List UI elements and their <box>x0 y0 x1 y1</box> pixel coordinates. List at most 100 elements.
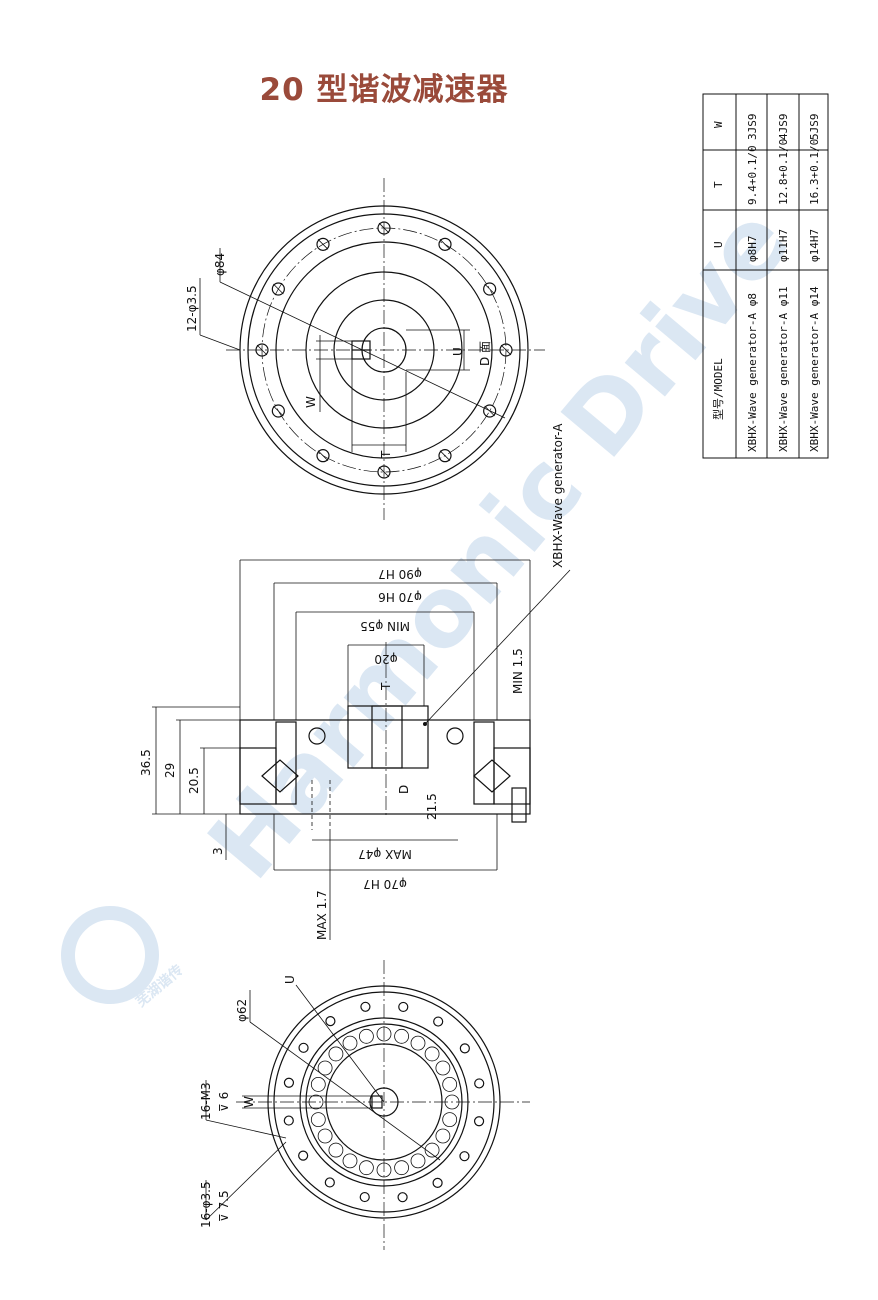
dim-min55: MIN φ55 <box>360 619 410 633</box>
bolt-hole <box>325 1016 336 1027</box>
dim-t-section: T <box>379 682 393 691</box>
bolt-hole <box>459 1151 470 1162</box>
table-cell-t: 9.4+0.1/0 <box>746 145 759 205</box>
roller <box>376 1026 392 1042</box>
roller <box>308 1094 324 1110</box>
table-cell-u: φ14H7 <box>808 229 821 262</box>
dim-w-bottom: W <box>242 1096 256 1108</box>
bolt-hole <box>473 1116 485 1127</box>
dim-phi70h6: φ70 H6 <box>378 590 422 604</box>
roller <box>442 1077 458 1092</box>
table-header-t: T <box>712 181 725 188</box>
bolt-hole <box>432 1177 443 1188</box>
watermark-logo: 芜湖谐传 <box>61 906 186 1010</box>
bolt-hole <box>271 282 285 296</box>
spec-table <box>702 93 829 459</box>
bolt-hole <box>255 343 269 357</box>
bolt-hole <box>499 343 513 357</box>
roller <box>359 1160 374 1176</box>
bolt-hole <box>316 449 330 463</box>
dim-u: U <box>451 347 465 356</box>
table-cell-model: XBHX-Wave generator-A φ8 <box>746 293 759 452</box>
bolt-hole <box>377 465 391 479</box>
watermark: Harmonic Drive <box>187 186 811 900</box>
bolt-hole <box>438 449 452 463</box>
bolt-hole <box>360 1001 371 1012</box>
bolt-hole <box>459 1043 470 1054</box>
roller <box>328 1142 344 1158</box>
table-cell-t: 12.8+0.1/0 <box>777 139 790 205</box>
roller <box>410 1153 426 1169</box>
bolt-hole <box>483 282 497 296</box>
dim-u-bottom: U <box>283 975 297 984</box>
dim-max47: MAX φ47 <box>358 847 412 861</box>
table-cell-w: 4JS9 <box>777 114 790 141</box>
bolt-hole <box>283 1077 295 1088</box>
roller <box>424 1142 440 1158</box>
roller <box>317 1128 333 1144</box>
table-cell-t: 16.3+0.1/0 <box>808 139 821 205</box>
dim-phi70h7: φ70 H7 <box>363 877 407 891</box>
bolt-hole <box>283 1115 294 1126</box>
page-title: 20 型谐波减速器 <box>259 72 509 108</box>
dim-3: 3 <box>211 847 225 855</box>
bolt-hole <box>271 404 285 418</box>
bolt-hole <box>433 1016 444 1027</box>
roller <box>424 1046 440 1062</box>
roller <box>359 1028 374 1044</box>
roller <box>310 1077 326 1092</box>
roller <box>444 1094 460 1110</box>
roller <box>328 1046 344 1062</box>
dim-m3: 16-M3 <box>199 1082 213 1120</box>
dim-phi90: φ90 H7 <box>378 567 422 581</box>
bolt-hole <box>483 404 497 418</box>
table-cell-w: 3JS9 <box>746 114 759 141</box>
dim-max17: MAX 1.7 <box>315 890 329 940</box>
dim-m3-depth: ⊽ 6 <box>217 1092 231 1112</box>
dim-29: 29 <box>163 763 177 778</box>
bolt-hole <box>324 1177 335 1188</box>
dim-phi20: φ20 <box>374 652 397 666</box>
dim-205: 20.5 <box>187 767 201 794</box>
bolt-holes-bottom <box>283 1001 485 1203</box>
section-view: φ90 H7 φ70 H6 MIN φ55 φ20 T MIN 1.5 36.5… <box>139 559 571 940</box>
dim-365: 36.5 <box>139 749 153 776</box>
roller <box>442 1112 458 1127</box>
table-header-w: W <box>712 121 725 128</box>
dim-d62: φ62 <box>235 999 249 1022</box>
watermark-brand: Harmonic Drive <box>187 186 811 900</box>
dim-215: 21.5 <box>425 793 439 820</box>
dim-w: W <box>304 396 318 408</box>
bolt-hole <box>474 1078 485 1089</box>
bottom-view: U φ62 16-M3 ⊽ 6 W 16-φ3.5 ⊽ 7.5 <box>199 960 530 1250</box>
roller <box>435 1060 451 1076</box>
roller <box>342 1153 358 1169</box>
bolt-hole <box>398 1001 409 1013</box>
roller <box>317 1060 333 1076</box>
bolt-hole <box>316 237 330 251</box>
dim-d-section: D <box>397 785 411 794</box>
top-view: φ84 12-φ3.5 U D 面 W T XBHX-Wave generato… <box>185 178 565 568</box>
table-header-u: U <box>712 241 725 248</box>
bolt-hole <box>298 1150 309 1161</box>
bolt-hole <box>298 1042 309 1053</box>
bolt-hole <box>397 1192 408 1203</box>
table-cell-model: XBHX-Wave generator-A φ11 <box>777 286 790 452</box>
table-cell-u: φ11H7 <box>777 229 790 262</box>
roller <box>394 1028 409 1044</box>
roller <box>376 1162 392 1178</box>
label-wave-generator: XBHX-Wave generator-A <box>551 423 565 568</box>
dim-d84: φ84 <box>213 253 227 276</box>
dim-h35-depth: ⊽ 7.5 <box>217 1190 231 1222</box>
rollers <box>308 1026 460 1178</box>
table-cell-model: XBHX-Wave generator-A φ14 <box>808 286 821 452</box>
dim-d: D 面 <box>478 341 492 366</box>
roller <box>310 1112 326 1127</box>
bolt-hole <box>438 237 452 251</box>
table-cell-u: φ8H7 <box>746 236 759 263</box>
table-cell-w: 5JS9 <box>808 114 821 141</box>
dim-min15: MIN 1.5 <box>511 648 525 694</box>
roller <box>435 1128 451 1144</box>
roller <box>342 1035 358 1051</box>
bolt-hole <box>377 221 391 235</box>
